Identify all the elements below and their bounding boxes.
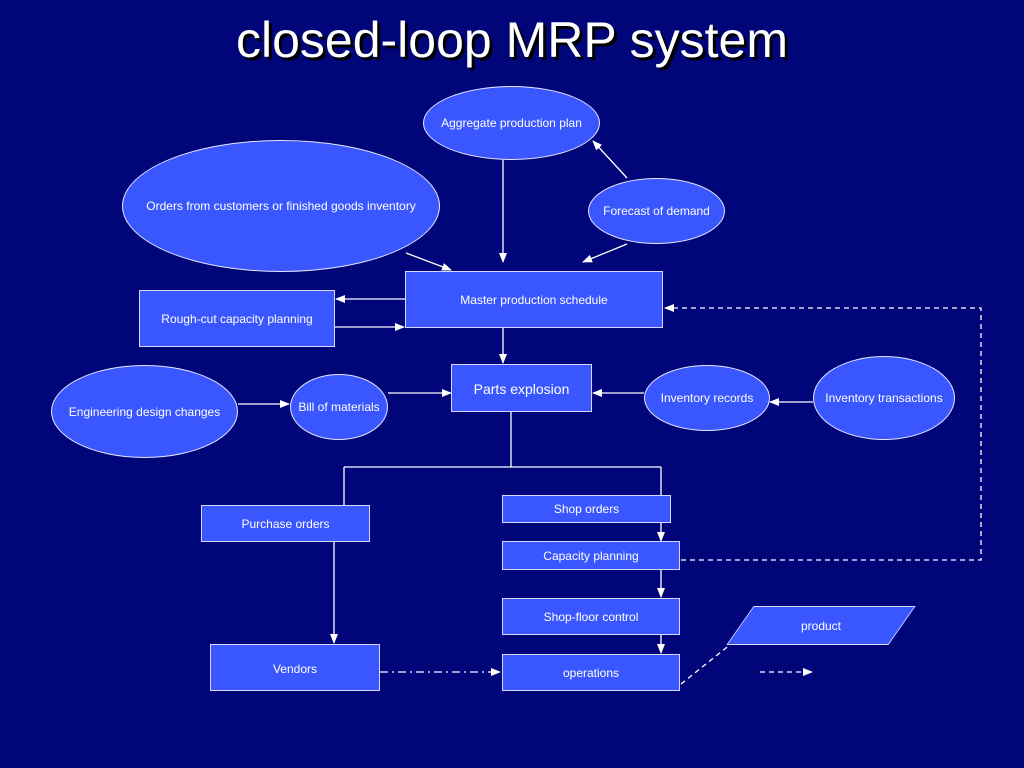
node-master-production-schedule: Master production schedule bbox=[405, 271, 663, 328]
label-parts-explosion: Parts explosion bbox=[473, 381, 570, 397]
node-rough-cut-capacity-planning: Rough-cut capacity planning bbox=[139, 290, 335, 347]
label-master-production-schedule: Master production schedule bbox=[460, 292, 608, 307]
label-purchase-orders: Purchase orders bbox=[241, 516, 330, 531]
label-shop-orders: Shop orders bbox=[553, 502, 620, 516]
node-purchase-orders: Purchase orders bbox=[201, 505, 370, 542]
slide-title: closed-loop MRP system bbox=[235, 12, 789, 68]
label-vendors: Vendors bbox=[272, 662, 318, 676]
node-parts-explosion: Parts explosion bbox=[451, 364, 592, 412]
node-engineering-design-changes: Engineering design changes bbox=[51, 365, 238, 458]
arrow-forecast-to-aggregate bbox=[592, 140, 628, 179]
node-forecast-of-demand: Forecast of demand bbox=[588, 178, 725, 244]
label-product: product bbox=[800, 618, 842, 633]
label-operations: operations bbox=[562, 665, 620, 680]
label-shop-floor-control: Shop-floor control bbox=[543, 609, 639, 624]
arrow-forecast-to-mps bbox=[582, 243, 628, 263]
node-shop-orders: Shop orders bbox=[502, 495, 671, 523]
label-inventory-transactions: Inventory transactions bbox=[825, 391, 943, 405]
label-inventory-records: Inventory records bbox=[660, 391, 754, 405]
node-product: product bbox=[760, 606, 882, 645]
label-engineering-design-changes: Engineering design changes bbox=[68, 404, 221, 419]
node-inventory-records: Inventory records bbox=[644, 365, 770, 431]
node-orders: Orders from customers or finished goods … bbox=[122, 140, 440, 272]
label-orders: Orders from customers or finished goods … bbox=[146, 199, 416, 213]
node-vendors: Vendors bbox=[210, 644, 380, 691]
arrow-orders-to-mps bbox=[405, 252, 452, 271]
node-bill-of-materials: Bill of materials bbox=[290, 374, 388, 440]
label-aggregate-production-plan: Aggregate production plan bbox=[441, 116, 582, 130]
label-capacity-planning: Capacity planning bbox=[543, 548, 639, 563]
label-bill-of-materials: Bill of materials bbox=[298, 400, 380, 414]
node-aggregate-production-plan: Aggregate production plan bbox=[423, 86, 600, 160]
node-shop-floor-control: Shop-floor control bbox=[502, 598, 680, 635]
label-forecast-of-demand: Forecast of demand bbox=[603, 204, 710, 218]
node-capacity-planning: Capacity planning bbox=[502, 541, 680, 570]
node-operations: operations bbox=[502, 654, 680, 691]
feedback-loop-capacity-to-mps bbox=[664, 304, 982, 561]
label-rough-cut-capacity-planning: Rough-cut capacity planning bbox=[161, 311, 313, 326]
node-inventory-transactions: Inventory transactions bbox=[813, 356, 955, 440]
